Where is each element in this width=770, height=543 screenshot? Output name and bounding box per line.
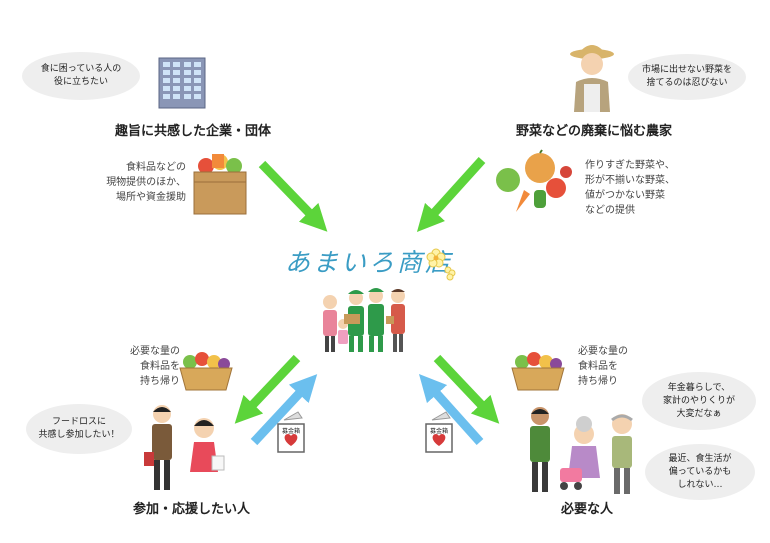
- participant-description: 必要な量の 食料品を 持ち帰り: [130, 346, 180, 387]
- donation-box-label-right: 募金箱: [429, 428, 448, 435]
- flower-icon: [426, 248, 456, 281]
- needy-people-icon: [530, 407, 633, 494]
- participant-people-icon: [144, 405, 225, 490]
- corporate-title: 趣旨に共感した企業・団体: [115, 124, 272, 139]
- participant-title: 参加・応援したい人: [133, 502, 251, 517]
- vegetables-icon: [496, 149, 572, 212]
- participant-speech-bubble: フードロスに 共感し参加したい！: [26, 404, 132, 454]
- staff-illustration: [323, 288, 405, 352]
- corporate-speech-bubble: 食に困っている人の 役に立ちたい: [22, 52, 140, 100]
- farmer-icon: [570, 45, 614, 112]
- office-building-icon: [158, 57, 206, 109]
- basket-icon-right: [511, 352, 565, 391]
- needy-description: 必要な量の 食料品を 持ち帰り: [578, 346, 628, 387]
- needy-speech-bubble-2: 最近、食生活が 偏っているかも しれない…: [645, 444, 755, 500]
- needy-title: 必要な人: [561, 502, 614, 517]
- farmer-description: 作りすぎた野菜や、 形が不揃いな野菜、 値がつかない野菜 などの提供: [585, 160, 675, 216]
- food-box-icon: [193, 154, 247, 215]
- donation-box-label-left: 募金箱: [281, 428, 300, 435]
- farmer-title: 野菜などの廃棄に悩む農家: [516, 124, 673, 139]
- donation-box-icon-left: [277, 411, 305, 453]
- basket-icon-left: [179, 352, 233, 391]
- corporate-description: 食料品などの 現物提供のほか、 場所や資金援助: [106, 162, 186, 203]
- donation-box-icon-right: [425, 411, 453, 453]
- farmer-speech-bubble: 市場に出せない野菜を 捨てるのは忍びない: [628, 54, 746, 100]
- brand-logo-text: あまいろ商店: [285, 248, 454, 277]
- needy-speech-bubble-1: 年金暮らしで、 家計のやりくりが 大変だなぁ: [642, 372, 756, 430]
